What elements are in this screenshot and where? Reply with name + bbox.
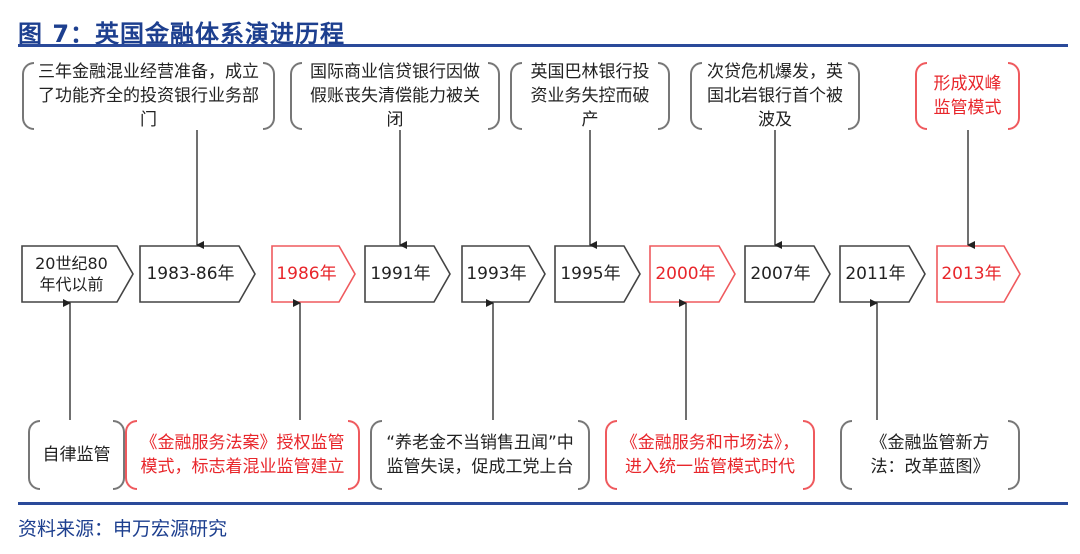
- timeline-arrow-shape: [839, 245, 926, 303]
- top-event-box: 英国巴林银行投资业务失控而破产: [510, 62, 670, 130]
- figure-title: 图 7：英国金融体系演进历程: [18, 20, 346, 48]
- timeline-label: 2000年: [655, 263, 716, 284]
- bottom-event-box: 《金融服务和市场法》，进入统一监管模式时代: [605, 420, 815, 490]
- timeline-label: 2013年: [941, 263, 1002, 284]
- timeline-arrow-shape: [744, 245, 831, 303]
- top-event-box: 形成双峰监管模式: [915, 62, 1020, 130]
- timeline-label: 1991年: [370, 263, 431, 284]
- timeline-arrow-shape: [936, 245, 1021, 303]
- bottom-event-box: “养老金不当销售丑闻”中监管失误，促成工党上台: [370, 420, 590, 490]
- timeline-label: 1983-86年: [146, 263, 235, 284]
- timeline-arrow-shape: [21, 245, 134, 303]
- bottom-event-box: 《金融监管新方法：改革蓝图》: [840, 420, 1020, 490]
- timeline-label: 20世纪80年代以前: [35, 254, 108, 294]
- source-note: 资料来源：申万宏源研究: [18, 518, 228, 540]
- timeline-arrow-shape: [364, 245, 451, 303]
- timeline-arrow-shape: [649, 245, 736, 303]
- timeline-label: 1986年: [276, 263, 337, 284]
- bottom-event-box: 《金融服务法案》授权监管模式，标志着混业监管建立: [125, 420, 360, 490]
- timeline-arrow-shape: [461, 245, 546, 303]
- timeline-label: 2007年: [750, 263, 811, 284]
- timeline-label: 2011年: [845, 263, 906, 284]
- timeline-arrow-shape: [271, 245, 356, 303]
- title-divider: [18, 44, 1068, 47]
- top-event-box: 国际商业信贷银行因做假账丧失清偿能力被关闭: [290, 62, 500, 130]
- top-event-box: 三年金融混业经营准备，成立了功能齐全的投资银行业务部门: [22, 62, 275, 130]
- source-divider: [18, 502, 1068, 505]
- top-event-box: 次贷危机爆发，英国北岩银行首个被波及: [690, 62, 860, 130]
- bottom-event-box: 自律监管: [28, 420, 125, 490]
- timeline-arrow-shape: [139, 245, 256, 303]
- timeline-arrow-shape: [554, 245, 641, 303]
- timeline-label: 1993年: [466, 263, 527, 284]
- timeline-label: 1995年: [560, 263, 621, 284]
